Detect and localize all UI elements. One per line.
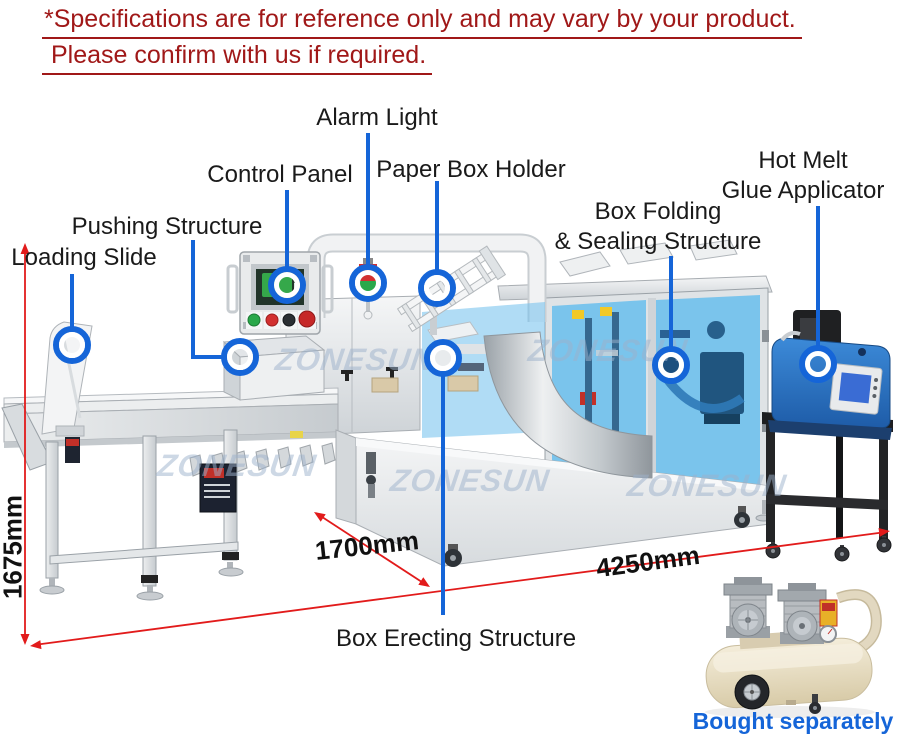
label-box-folding-sealing: Box Folding & Sealing Structure: [555, 197, 762, 257]
disclaimer: *Specifications are for reference only a…: [42, 3, 802, 75]
watermark-text: ZONESUN: [388, 463, 552, 498]
marker-loading-slide: [53, 326, 91, 364]
marker-inner-ring: [355, 270, 381, 296]
curved-guard: [483, 331, 653, 479]
callout-line-box-folding: [669, 256, 673, 348]
callout-line-pushing-vertical: [191, 240, 195, 359]
watermark-text: ZONESUN: [625, 468, 789, 503]
disclaimer-line1: *Specifications are for reference only a…: [42, 3, 802, 39]
marker-box-folding: [652, 346, 690, 384]
marker-box-erecting: [424, 339, 462, 377]
disclaimer-line2: Please confirm with us if required.: [42, 39, 433, 75]
label-box-folding-line1: Box Folding: [594, 198, 722, 225]
air-compressor: [705, 577, 882, 718]
marker-hot-melt: [799, 345, 837, 383]
callout-line-pushing-horizontal: [191, 355, 224, 359]
label-hot-melt-glue-applicator: Hot Melt Glue Applicator: [722, 146, 885, 206]
marker-control-panel: [268, 266, 306, 304]
marker-inner-ring: [424, 275, 450, 301]
watermark-text: ZONESUN: [273, 342, 437, 377]
label-box-erecting-structure: Box Erecting Structure: [335, 625, 577, 652]
marker-inner-ring: [805, 351, 831, 377]
machine-base: [335, 429, 773, 567]
label-hot-melt-line1: Hot Melt: [758, 147, 848, 174]
label-pushing-structure: Pushing Structure: [71, 213, 263, 240]
callout-line-control-panel: [285, 190, 289, 269]
callout-line-loading-slide: [70, 274, 74, 328]
callout-line-box-erecting: [441, 375, 445, 615]
marker-inner-ring: [658, 352, 684, 378]
marker-alarm-light: [349, 264, 387, 302]
callout-line-alarm-light: [366, 133, 370, 266]
dimension-height: 1675mm: [0, 494, 28, 600]
marker-inner-ring: [274, 272, 300, 298]
dimension-lines: [20, 243, 890, 650]
marker-inner-ring: [430, 345, 456, 371]
marker-paper-box-holder: [418, 269, 456, 307]
callout-line-hot-melt: [816, 206, 820, 347]
marker-pushing-structure: [221, 338, 259, 376]
marker-inner-ring: [59, 332, 85, 358]
bought-separately-note: Bought separately: [692, 708, 894, 734]
label-hot-melt-line2: Glue Applicator: [721, 177, 885, 204]
label-box-folding-line2: & Sealing Structure: [554, 228, 762, 255]
label-control-panel: Control Panel: [207, 161, 353, 188]
label-paper-box-holder: Paper Box Holder: [376, 156, 566, 183]
watermark-text: ZONESUN: [155, 448, 319, 483]
marker-inner-ring: [227, 344, 253, 370]
callout-line-paper-box-holder: [435, 181, 439, 271]
label-loading-slide: Loading Slide: [11, 244, 157, 271]
label-alarm-light: Alarm Light: [316, 104, 438, 131]
